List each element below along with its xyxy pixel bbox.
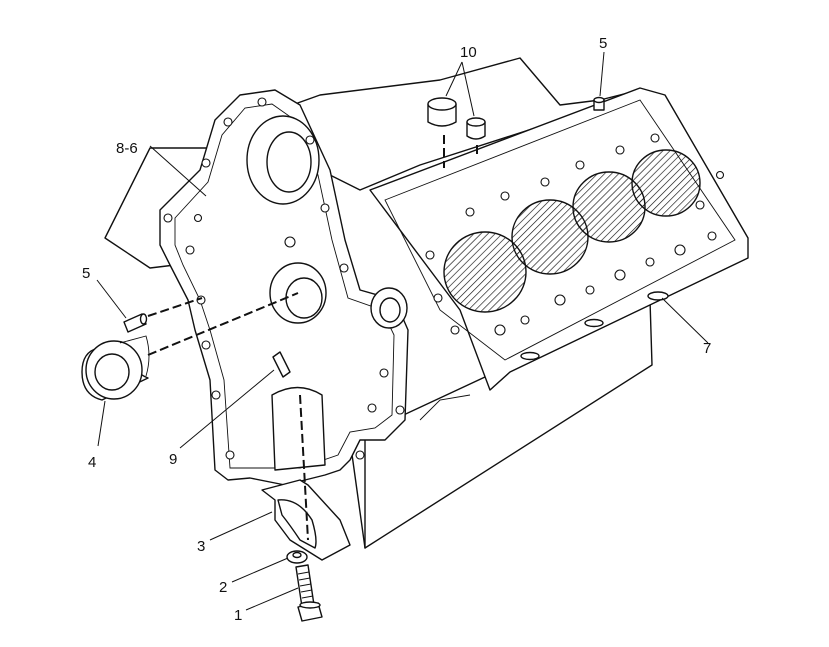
callout-4: 4 [88, 454, 96, 471]
part-3-bearing-cap [261, 394, 351, 561]
cylinder-bore-2 [511, 199, 589, 275]
part-10-plugs [427, 97, 486, 168]
oil-passage-slot [647, 291, 669, 301]
cylinder-bore-4 [631, 149, 701, 217]
part-9-pin [272, 351, 291, 378]
part-5-left-dowel [123, 297, 203, 333]
callout-10: 10 [460, 44, 477, 61]
callout-3: 3 [197, 538, 205, 555]
callout-5-top: 5 [599, 35, 607, 52]
callout-8-6: 8-6 [116, 140, 138, 157]
part-2-washer [286, 550, 308, 564]
deck-bolt-holes [425, 133, 725, 336]
cover-bolt-holes [163, 97, 405, 460]
callout-1: 1 [234, 607, 242, 624]
part-4-seal [81, 292, 299, 401]
cylinder-bore-1 [443, 231, 527, 313]
callout-2: 2 [219, 579, 227, 596]
callout-5-left: 5 [82, 265, 90, 282]
cylinder-deck [369, 87, 749, 391]
part-5-top-dowel [593, 96, 605, 111]
front-cover [159, 89, 409, 486]
callout-7: 7 [703, 340, 711, 357]
leader-lines [96, 51, 709, 611]
callout-9: 9 [169, 451, 177, 468]
part-1-bolt [295, 564, 323, 622]
